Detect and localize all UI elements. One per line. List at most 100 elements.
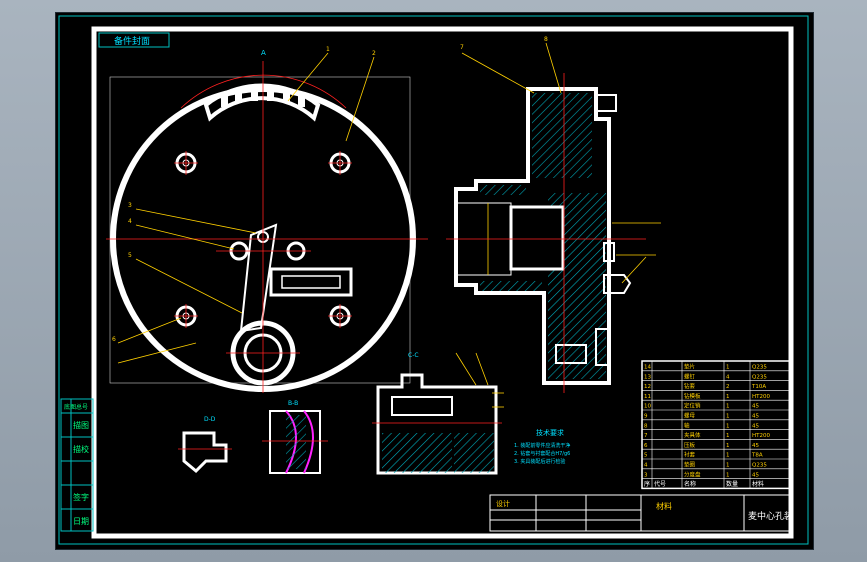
bom-cell-name: 衬套 (684, 451, 696, 459)
engineering-drawing-canvas[interactable]: 备件封面 底图总号 描图 描校 签字 日期 (56, 13, 813, 549)
bom-header-cell: 材料 (752, 480, 764, 488)
bom-cell-qty: 1 (726, 394, 730, 400)
section-cc-label: C-C (408, 352, 419, 359)
section-cc[interactable]: C-C (372, 352, 504, 475)
bom-cell-qty: 4 (726, 374, 730, 380)
bom-cell-no: 4 (644, 463, 648, 469)
bom-cell-mat: 45 (752, 423, 759, 429)
bom-cell-no: 8 (644, 423, 648, 429)
bom-cell-name: 垫圈 (684, 461, 696, 469)
bom-cell-mat: Q235 (752, 463, 767, 469)
part-label-6: 6 (112, 336, 116, 343)
bom-cell-mat: 45 (752, 472, 759, 478)
bom-cell-qty: 1 (726, 433, 730, 439)
section-outline (454, 87, 611, 385)
bom-header-cell: 代号 (654, 480, 666, 488)
drawing-title: 麦中心孔装 (748, 510, 793, 522)
bom-cell-name: 定位销 (684, 402, 701, 410)
bom-cell-mat: 45 (752, 404, 759, 410)
bom-cell-name: 分度盘 (684, 470, 701, 478)
bom-cell-qty: 1 (726, 423, 730, 429)
bom-cell-mat: HT200 (752, 433, 770, 439)
bom-cell-no: 3 (644, 472, 648, 478)
strip-label-4: 日期 (73, 517, 89, 526)
bom-cell-no: 13 (644, 374, 651, 380)
bom-cell-mat: Q235 (752, 374, 767, 380)
bom-cell-name: 夹具体 (684, 431, 701, 439)
section-bb[interactable]: B-B (262, 400, 328, 474)
slot-clamp (269, 267, 353, 297)
bom-cell-name: 螺母 (684, 412, 696, 420)
part-label-4: 4 (128, 218, 132, 225)
bom-cell-name: 钻套 (684, 382, 696, 390)
top-screw (595, 94, 617, 112)
part-label-2: 2 (372, 50, 376, 57)
bom-cell-mat: Q235 (752, 365, 767, 371)
strip-label-0: 描图 (73, 420, 89, 430)
bom-cell-qty: 1 (726, 453, 730, 459)
top-tag-text: 备件封面 (114, 35, 150, 47)
part-label-7: 7 (460, 44, 464, 51)
section-dd[interactable]: D-D (178, 416, 232, 474)
bom-cell-qty: 1 (726, 404, 730, 410)
bom-cell-qty: 1 (726, 463, 730, 469)
tech-notes-title: 技术要求 (536, 428, 564, 437)
bom-cell-qty: 1 (726, 472, 730, 478)
drawing-viewport[interactable]: 备件封面 底图总号 描图 描校 签字 日期 (55, 12, 814, 550)
part-label-8: 8 (544, 36, 548, 43)
left-info-strip: 底图总号 描图 描校 签字 日期 (60, 398, 94, 532)
bom-cell-mat: 45 (752, 443, 759, 449)
bom-cell-no: 11 (644, 394, 651, 400)
bom-cell-name: 钻模板 (684, 392, 701, 400)
tech-note-2: 2. 钻套与衬套配合H7/g6 (514, 450, 570, 457)
hatch-top (532, 93, 592, 178)
bom-header-cell: 数量 (726, 480, 738, 488)
bom-cell-mat: T10A (751, 384, 766, 390)
top-tag-box (98, 32, 170, 48)
bom-header-cell: 序 (644, 480, 650, 488)
bom-cell-no: 10 (644, 404, 651, 410)
nut (603, 274, 632, 294)
bom-cell-qty: 2 (726, 384, 730, 390)
bore (509, 205, 565, 271)
material-label: 材料 (656, 501, 672, 511)
section-bb-label: B-B (288, 400, 298, 407)
bom-cell-name: 垫片 (684, 363, 695, 371)
designer-label: 设计 (496, 499, 510, 508)
strip-label-3: 签字 (73, 492, 89, 502)
view-a-label: A (261, 49, 266, 57)
lever-arm (239, 223, 278, 333)
bom-frame (641, 360, 791, 490)
bom-cell-no: 9 (644, 414, 648, 420)
bom-cell-no: 12 (644, 384, 651, 390)
technical-notes: 技术要求 1. 装配前零件应清洗干净 2. 钻套与衬套配合H7/g6 3. 夹具… (514, 428, 570, 465)
section-view-assembly[interactable]: 7 8 (446, 36, 661, 393)
strip-label-1: 描校 (73, 444, 89, 454)
bom-cell-no: 7 (644, 433, 648, 439)
main-view-plate[interactable]: 1 2 3 4 5 6 A (106, 46, 428, 393)
bom-cell-no: 6 (644, 443, 648, 449)
bom-cell-name: 压板 (684, 441, 696, 449)
bom-cell-mat: T8A (751, 453, 763, 459)
title-block[interactable]: 麦中心孔装 设计 材料 (489, 494, 793, 532)
section-dd-label: D-D (204, 416, 216, 423)
bom-cell-qty: 1 (726, 443, 730, 449)
tech-note-1: 1. 装配前零件应清洗干净 (514, 442, 570, 449)
bom-cell-qty: 1 (726, 414, 730, 420)
bom-header-cell: 名称 (684, 480, 696, 488)
bom-cell-no: 5 (644, 453, 648, 459)
bom-cell-name: 螺钉 (684, 372, 696, 380)
bom-cell-name: 轴 (684, 421, 690, 429)
bom-cell-no: 14 (644, 365, 651, 371)
part-label-3: 3 (128, 202, 132, 209)
bom-cell-mat: 45 (752, 414, 759, 420)
bom-cell-qty: 1 (726, 365, 730, 371)
drawing-frame (91, 26, 794, 539)
outer-border (58, 15, 809, 545)
strip-label-2: 底图总号 (64, 403, 88, 411)
part-label-1: 1 (326, 46, 330, 53)
tech-note-3: 3. 夹具装配后进行检验 (514, 458, 565, 465)
part-label-5: 5 (128, 252, 132, 259)
